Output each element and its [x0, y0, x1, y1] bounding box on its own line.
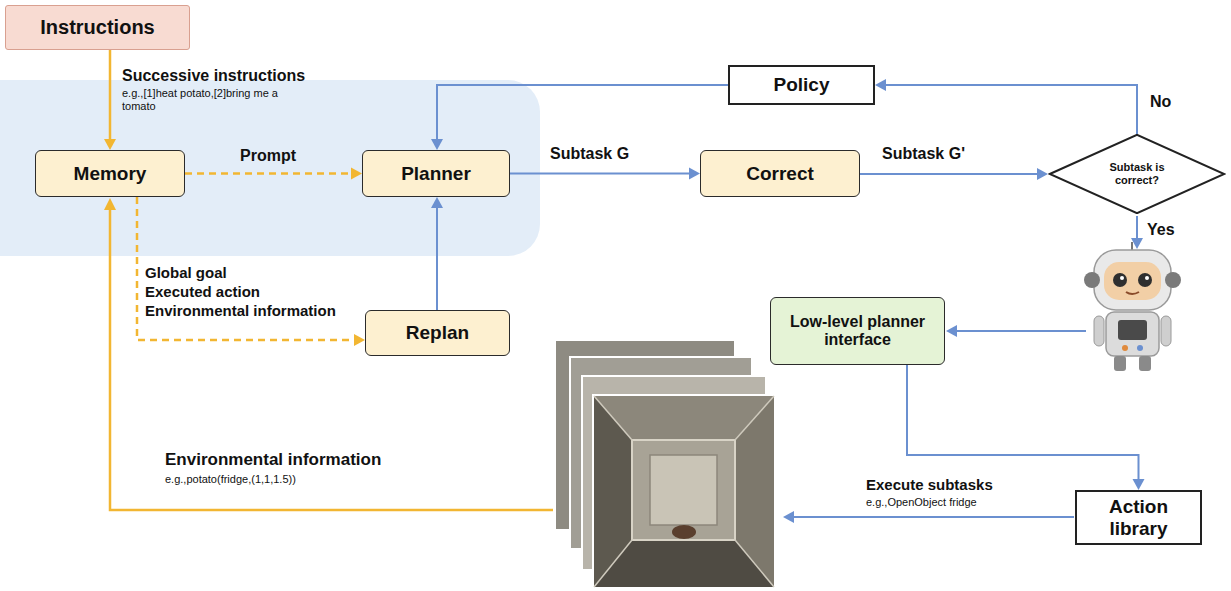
connector-line	[109, 50, 112, 141]
node-label: Action library	[1089, 496, 1189, 540]
connector	[431, 85, 728, 150]
connector-line	[185, 172, 353, 175]
replan-box: Replan	[365, 310, 510, 356]
node-text-group: Planner	[401, 163, 471, 185]
node-text-group: Action library	[1089, 496, 1189, 540]
node-text-group: Memory	[74, 163, 147, 185]
node-label: Subtask is correct?	[1105, 161, 1169, 186]
edge-label: No	[1150, 92, 1171, 111]
annotation-label: Environmental information	[165, 450, 381, 470]
arrow-head	[875, 79, 886, 91]
node-label: Planner	[401, 163, 471, 185]
arrow-head	[689, 168, 700, 180]
node-text-group: Policy	[774, 74, 830, 96]
connector	[907, 365, 1145, 490]
arrow-head	[1133, 479, 1145, 490]
connector	[185, 168, 362, 180]
connector	[137, 197, 365, 346]
arrow-head	[1037, 168, 1048, 180]
node-text-group: Replan	[406, 322, 469, 344]
annotation-label: Successive instructions	[122, 66, 305, 85]
annotation-label: Execute subtasks	[866, 476, 993, 494]
connector	[860, 168, 1048, 180]
library-box: Action library	[1075, 490, 1202, 545]
edge-label: Subtask G	[550, 144, 629, 163]
connector-line	[884, 85, 1137, 134]
arrow-head	[104, 198, 116, 210]
scene-screenshots	[555, 340, 775, 588]
connector	[875, 79, 1137, 134]
interface-box: Low-level planner interface	[770, 297, 945, 365]
annotation-label: e.g.,potato(fridge,(1,1,1.5))	[165, 473, 296, 486]
arrow-head	[431, 197, 443, 208]
node-text-group: Instructions	[40, 16, 154, 39]
execute-arrow	[792, 516, 1074, 518]
input-box: Instructions	[5, 5, 190, 50]
annotation-label: Executed action	[145, 283, 260, 301]
connector-line	[137, 197, 356, 340]
annotation-label: Global goal	[145, 264, 227, 282]
connector-line	[437, 85, 728, 141]
node-text-group: Subtask is correct?	[1105, 161, 1169, 186]
edge-label: Subtask G'	[882, 144, 965, 163]
arrow-head	[351, 168, 362, 180]
node-label: Instructions	[40, 16, 154, 39]
correct-box: Correct	[700, 150, 860, 197]
connector-line	[907, 365, 1139, 481]
connector	[510, 168, 700, 180]
arrow-head	[946, 325, 957, 337]
node-label: Low-level planner interface	[783, 313, 933, 350]
edge-label: Prompt	[240, 146, 296, 165]
node-label: Correct	[746, 163, 814, 185]
arrow-head	[783, 511, 794, 523]
decision-diamond: Subtask is correct?	[1048, 134, 1226, 214]
arrow-head	[431, 139, 443, 150]
annotation-label: e.g.,OpenObject fridge	[866, 496, 977, 509]
robot-arrow	[955, 330, 1086, 332]
node-label: Replan	[406, 322, 469, 344]
memory-box: Memory	[35, 150, 185, 197]
node-label: Policy	[774, 74, 830, 96]
node-text-group: Low-level planner interface	[783, 313, 933, 350]
policy-box: Policy	[728, 65, 875, 105]
diamond-shape	[1050, 135, 1224, 213]
yes-arrow	[1136, 216, 1138, 240]
environment-line	[110, 208, 553, 510]
node-text-group: Correct	[746, 163, 814, 185]
connector-line	[860, 173, 1039, 175]
connector-line	[510, 173, 691, 175]
planner-box: Planner	[362, 150, 510, 197]
connector	[431, 197, 443, 310]
memory-region	[0, 80, 540, 256]
robot-illustration	[1084, 242, 1181, 371]
arrow-head	[104, 139, 116, 150]
annotation-label: e.g.,[1]heat potato,[2]bring me a tomato	[122, 87, 287, 113]
arrow-head	[354, 334, 365, 346]
annotation-label: Environmental information	[145, 302, 336, 320]
annotation-label: Yes	[1147, 220, 1175, 239]
connector	[104, 50, 116, 150]
connector-line	[436, 206, 438, 310]
node-label: Memory	[74, 163, 147, 185]
